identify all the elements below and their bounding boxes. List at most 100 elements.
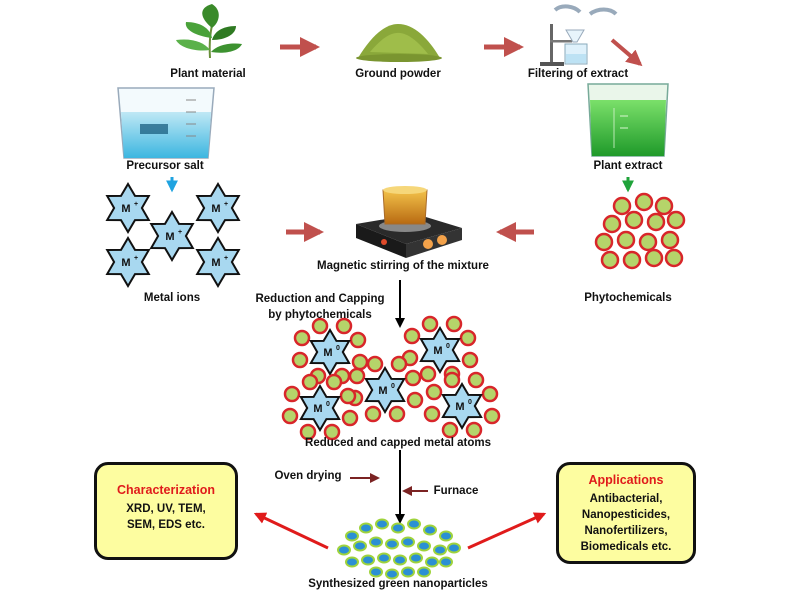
nanoparticle-dot [401,566,415,578]
label-ground-powder: Ground powder [355,68,441,80]
nanoparticle-dot [447,542,461,554]
capping-phytochemical-dot [283,385,301,403]
capping-phytochemical-dot [291,351,309,369]
reduced-atom-star-symbol: M [455,401,464,413]
capping-phytochemical-dot [364,405,382,423]
metal-ion-star: M+ [149,210,195,262]
metal-ion-star-symbol: M [211,257,220,269]
capping-phytochemical-dot [467,371,485,389]
capping-phytochemical-dot [443,371,461,389]
phytochemical-dot [646,212,666,232]
nanoparticle-dot [401,536,415,548]
capping-phytochemical-dot [311,317,329,335]
capping-phytochemical-dot [403,327,421,345]
metal-ion-star: M+ [105,236,151,288]
nanoparticle-dot [409,552,423,564]
applications-line: Nanopesticides, [581,509,671,521]
label-plant-material: Plant material [170,68,246,80]
plant-icon [176,4,242,59]
nanoparticle-dot [345,530,359,542]
nanoparticle-dot [417,540,431,552]
capping-phytochemical-dot [281,407,299,425]
reduced-atom-star-charge: 0 [336,345,340,352]
label-phytochemicals: Phytochemicals [584,292,672,304]
nanoparticle-dot [393,554,407,566]
metal-ion-star-charge: + [224,255,228,262]
phytochemical-dot [660,230,680,250]
capping-phytochemical-dot [325,373,343,391]
nanoparticle-dot [359,522,373,534]
phytochemical-dot [654,196,674,216]
metal-ion-star-symbol: M [211,203,220,215]
phytochemical-dot [602,214,622,234]
capping-phytochemical-dot [390,355,408,373]
nanoparticle-dot [361,554,375,566]
capping-phytochemical-dot [404,369,422,387]
nanoparticle-dot [423,524,437,536]
reduced-atom-star-symbol: M [378,385,387,397]
metal-ion-star-charge: + [224,201,228,208]
label-reduced-capped: Reduced and capped metal atoms [305,437,491,449]
arrow-to-applications [467,512,547,550]
capping-phytochemical-dot [445,315,463,333]
phytochemical-dot [612,196,632,216]
reduced-atom-star-symbol: M [433,345,442,357]
metal-ion-star: M+ [195,182,241,234]
phytochemical-dot [594,232,614,252]
capping-phytochemical-dot [366,355,384,373]
nanoparticle-dot [345,556,359,568]
capping-phytochemical-dot [419,365,437,383]
phytochemical-dot [638,232,658,252]
nanoparticle-dot [407,518,421,530]
capping-phytochemical-dot [441,421,459,439]
nanoparticle-dot [433,544,447,556]
phytochemical-dot [644,248,664,268]
capping-phytochemical-dot [423,405,441,423]
characterization-title: Characterization [117,483,215,497]
nanoparticle-dot [425,556,439,568]
phytochemical-dot [600,250,620,270]
capping-phytochemical-dot [459,329,477,347]
characterization-line: SEM, EDS etc. [127,519,205,531]
reduced-atom-star-charge: 0 [326,401,330,408]
nanoparticle-group [337,518,461,580]
phytochemical-dot [622,250,642,270]
capping-phytochemical-dot [481,385,499,403]
capping-phytochemical-dot [301,373,319,391]
phytochemical-dot [634,192,654,212]
capping-phytochemical-dot [483,407,501,425]
phytochemical-dot [624,210,644,230]
phytochemical-dot [666,210,686,230]
nanoparticle-dot [369,536,383,548]
nanoparticle-dot [417,566,431,578]
nanoparticle-dot [385,568,399,580]
metal-ion-star-symbol: M [165,231,174,243]
precursor-beaker-icon [117,87,215,159]
nanoparticle-dot [337,544,351,556]
capping-phytochemical-dot [293,329,311,347]
reduced-atom-star-symbol: M [323,347,332,359]
label-filtering: Filtering of extract [527,68,629,80]
label-oven-drying: Oven drying [274,470,342,482]
metal-ion-star: M+ [105,182,151,234]
metal-ion-star-charge: + [178,229,182,236]
capping-phytochemical-dot [299,423,317,441]
arrow-to-characterization [253,512,329,550]
label-plant-extract: Plant extract [593,160,663,172]
label-metal-ions: Metal ions [143,292,201,304]
nanoparticle-dot [439,556,453,568]
nanoparticle-dot [353,540,367,552]
applications-line: Antibacterial, [589,493,663,505]
capping-phytochemical-dot [421,315,439,333]
capping-phytochemical-dot [323,423,341,441]
label-reduction-line1: Reduction and Capping [255,293,385,305]
applications-line: Nanofertilizers, [584,525,668,537]
capping-phytochemical-dot [425,383,443,401]
capping-phytochemical-dot [348,367,366,385]
